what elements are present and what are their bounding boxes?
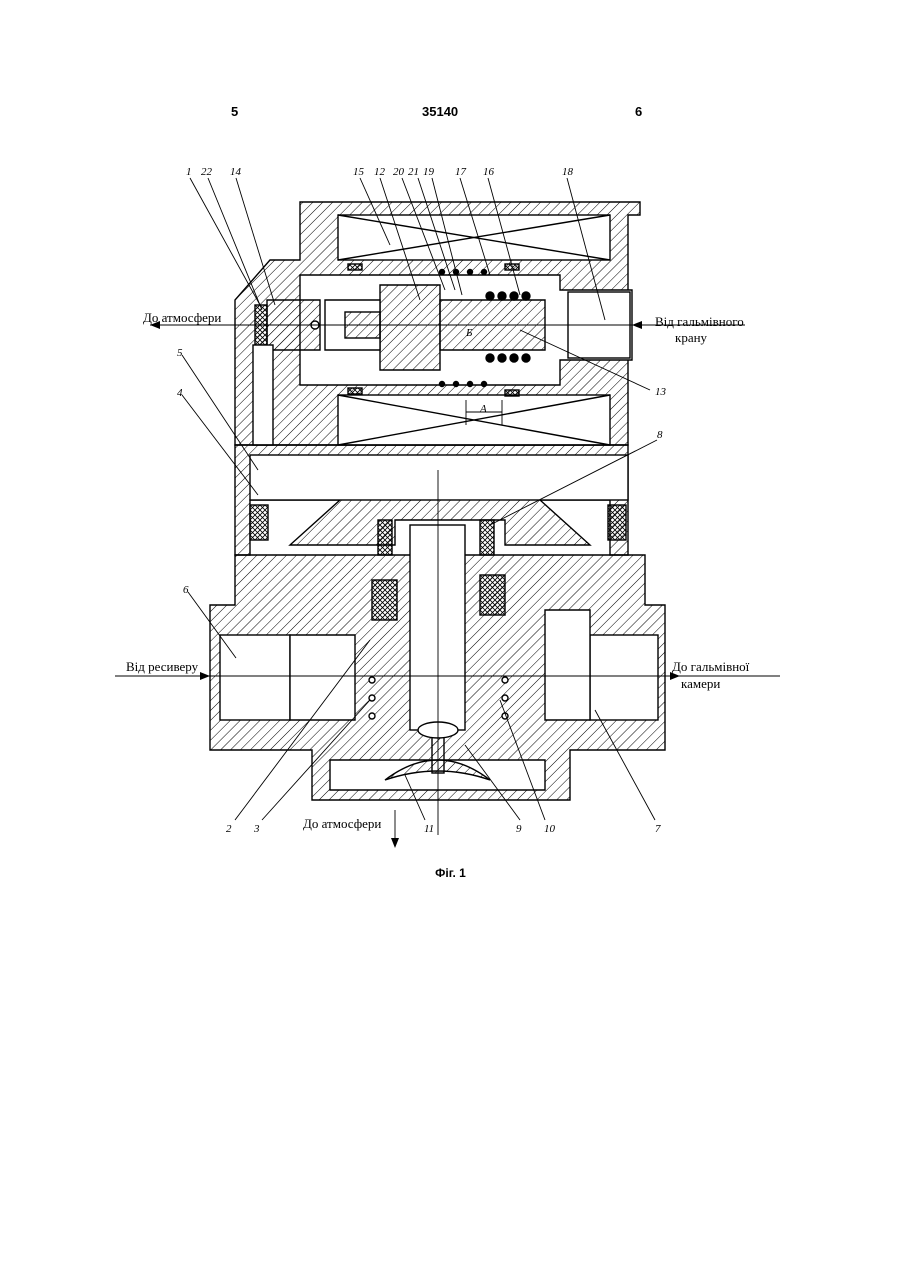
label-to-atmosphere-top: До атмосфери — [143, 310, 221, 325]
ref-17: 17 — [455, 166, 467, 178]
central-stem — [410, 525, 465, 730]
armature — [380, 285, 440, 370]
ref-22: 22 — [201, 166, 213, 178]
label-to-brake-chamber-2: камери — [681, 676, 720, 691]
ref-7: 7 — [655, 823, 661, 835]
label-section-a: А — [479, 403, 487, 415]
label-from-receiver: Від ресиверу — [126, 659, 199, 674]
label-to-atmosphere-bottom: До атмосфери — [303, 816, 381, 831]
ref-16: 16 — [483, 166, 495, 178]
ref-12: 12 — [374, 166, 386, 178]
figure-caption: Фіг. 1 — [0, 866, 901, 880]
ref-21: 21 — [408, 166, 419, 178]
port-from-receiver — [220, 635, 290, 720]
ref-11: 11 — [424, 823, 434, 835]
label-from-brake-valve-1: Від гальмівного — [655, 314, 744, 329]
ref-10: 10 — [544, 823, 556, 835]
label-section-b: Б — [465, 327, 473, 339]
ref-14: 14 — [230, 166, 242, 178]
ref-19: 19 — [423, 166, 435, 178]
ref-1: 1 — [186, 166, 192, 178]
label-to-brake-chamber-1: До гальмівної — [672, 659, 750, 674]
ref-8: 8 — [657, 429, 663, 441]
ref-9: 9 — [516, 823, 522, 835]
label-from-brake-valve-2: крану — [675, 330, 708, 345]
port-to-brake-chamber — [590, 635, 658, 720]
ref-15: 15 — [353, 166, 365, 178]
ref-13: 13 — [655, 386, 667, 398]
ref-5: 5 — [177, 347, 183, 359]
ref-2: 2 — [226, 823, 232, 835]
ref-18: 18 — [562, 166, 574, 178]
piston-rod-top — [250, 455, 628, 500]
ref-6: 6 — [183, 584, 189, 596]
ref-4: 4 — [177, 387, 183, 399]
ref-20: 20 — [393, 166, 405, 178]
ref-3: 3 — [253, 823, 260, 835]
